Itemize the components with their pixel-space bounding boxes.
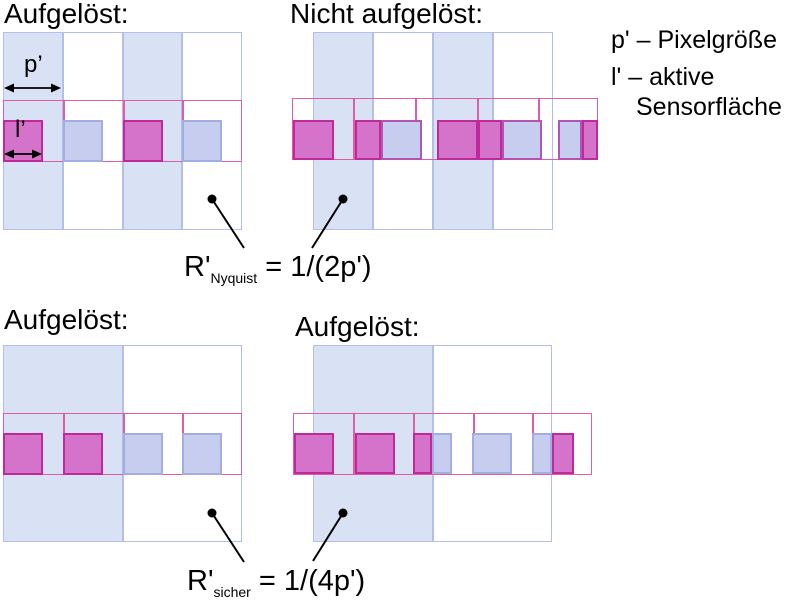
active-sensor-square <box>552 433 574 474</box>
active-sensor-square <box>413 433 432 474</box>
active-sensor-square <box>502 120 542 160</box>
formula-symbol: R' <box>184 251 211 283</box>
active-sensor-square <box>123 120 163 162</box>
safe-resolution-formula: R'sicher = 1/(4p') <box>187 565 366 600</box>
active-sensor-square <box>478 120 502 160</box>
active-sensor-square <box>432 433 452 474</box>
active-sensor-square <box>582 120 598 160</box>
panel-title-top-left: Aufgelöst: <box>4 0 129 29</box>
active-sensor-square <box>293 120 334 160</box>
pixel-cell-divider <box>353 414 355 474</box>
active-sensor-square <box>182 433 222 475</box>
active-width-label: l’ <box>15 116 26 143</box>
formula-expression: = 1/(4p') <box>250 565 366 597</box>
panel-title-bottom-right: Aufgelöst: <box>295 311 420 342</box>
pixel-pitch-label: p’ <box>24 51 43 78</box>
nyquist-formula: R'Nyquist = 1/(2p') <box>184 251 372 286</box>
active-sensor-square <box>63 120 103 162</box>
pixel-row-outline <box>293 413 592 475</box>
active-sensor-square <box>294 433 334 474</box>
active-sensor-square <box>532 433 552 474</box>
panel-title-top-right: Nicht aufgelöst: <box>290 0 483 29</box>
active-sensor-square <box>3 433 43 475</box>
formula-expression: = 1/(2p') <box>257 251 372 283</box>
active-sensor-square <box>63 433 103 475</box>
active-sensor-square <box>355 433 395 474</box>
legend-active-area-line2: Sensorfläche <box>636 93 782 121</box>
formula-subscript: Nyquist <box>210 270 258 286</box>
active-sensor-square <box>355 120 381 160</box>
active-sensor-square <box>381 120 422 160</box>
active-sensor-square <box>182 120 222 162</box>
active-sensor-square <box>437 120 478 160</box>
formula-subscript: sicher <box>213 584 251 600</box>
legend-active-area-line1: l' – aktive <box>611 63 715 91</box>
panel-title-bottom-left: Aufgelöst: <box>4 304 129 335</box>
active-sensor-square <box>123 433 163 475</box>
active-sensor-square <box>472 433 512 474</box>
active-sensor-square <box>558 120 582 160</box>
formula-symbol: R' <box>187 565 214 597</box>
legend-pixel-size: p' – Pixelgröße <box>611 26 777 54</box>
pixel-cell-divider <box>353 99 355 159</box>
